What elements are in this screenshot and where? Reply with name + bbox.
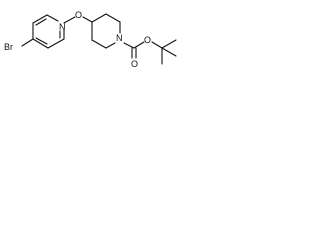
chemical-structure: Br N O N O O [4, 10, 177, 69]
bond-ring-c3-c4 [32, 38, 49, 49]
bond-c-o-ether [63, 16, 76, 24]
atom-label-ester-oxygen: O [144, 35, 151, 45]
bond-ring-c2-c3 [47, 38, 65, 49]
bond-c-br [21, 38, 34, 47]
bond-tbu-right [161, 47, 177, 57]
bond-ring-c6-n1 [46, 14, 59, 22]
atom-label-pyridine-nitrogen: N [59, 22, 66, 32]
bond-o-c-ether [82, 16, 93, 23]
bond-pip-c6-c5 [91, 39, 107, 49]
bond-pip-c3-c2 [105, 13, 121, 23]
atom-label-carbonyl-oxygen: O [131, 59, 138, 69]
atom-label-piperidine-nitrogen: N [116, 33, 123, 43]
atom-label-bromine: Br [4, 42, 13, 52]
bond-ring-c5-c6 [32, 14, 48, 24]
bond-o-c-tert [151, 41, 163, 49]
bond-c-o-ester [133, 41, 145, 49]
atom-label-ether-oxygen: O [75, 10, 82, 20]
pyridine-ring [32, 14, 65, 49]
bond-pip-n-c6 [105, 42, 116, 49]
piperidine-ring [91, 13, 121, 49]
bond-ring-c3-c4-inner [35, 37, 48, 45]
bond-ring-c5-c6-inner [35, 18, 47, 26]
bond-n-c-carbonyl [123, 42, 135, 49]
bond-tbu-up [161, 39, 177, 49]
bond-pip-c4-c3 [91, 13, 107, 23]
